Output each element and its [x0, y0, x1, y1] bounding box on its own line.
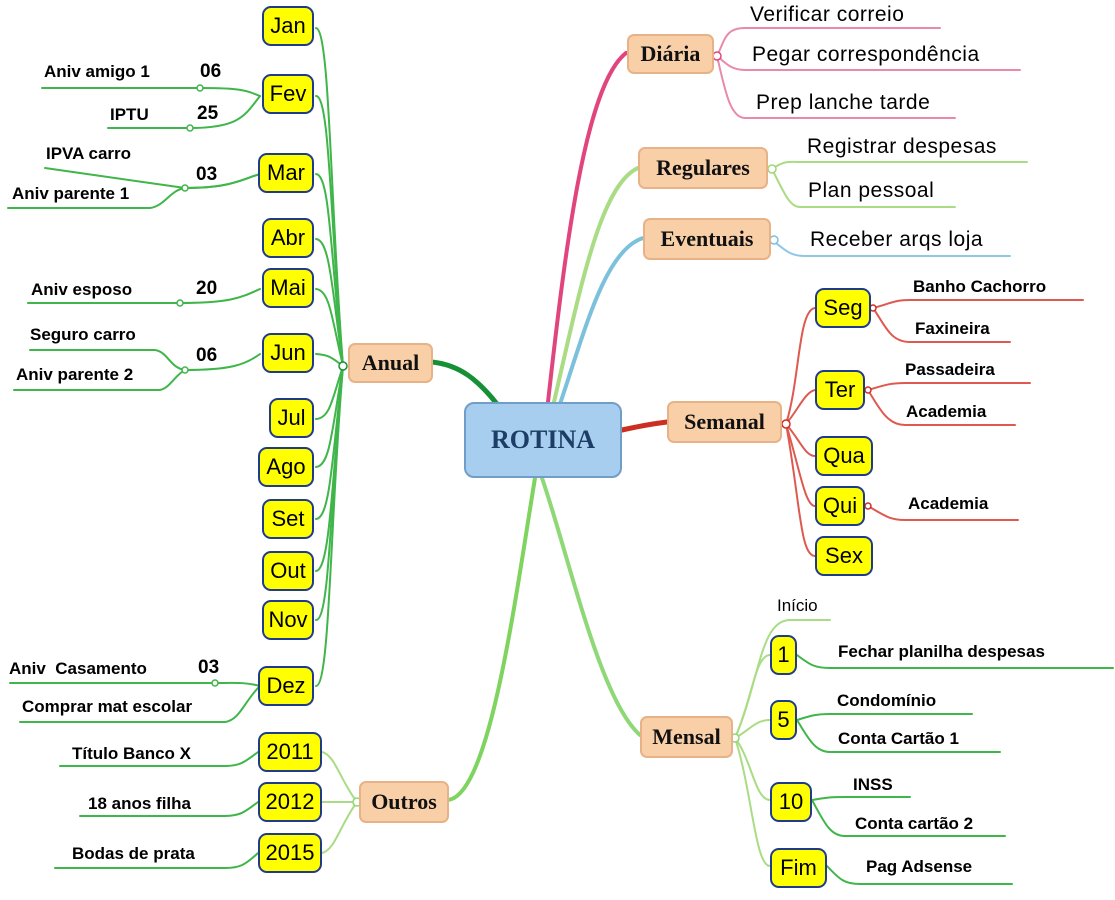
month-out[interactable]: Out [262, 551, 314, 591]
month-abr[interactable]: Abr [262, 218, 314, 258]
month-mai[interactable]: Mai [262, 268, 314, 308]
day-sex[interactable]: Sex [815, 536, 873, 576]
mensal-inicio: Início [777, 596, 818, 615]
month-ago[interactable]: Ago [258, 447, 314, 487]
anual-day: 25 [197, 103, 219, 124]
month-jan[interactable]: Jan [262, 6, 314, 46]
semanal-item: Passadeira [905, 360, 995, 379]
mensal-item: Condomínio [837, 691, 937, 710]
regulares-item: Plan pessoal [808, 179, 935, 202]
semanal-item: Academia [908, 494, 989, 513]
anual-day: 06 [196, 345, 218, 366]
semanal-item: Banho Cachorro [913, 277, 1047, 296]
mensal-item: INSS [853, 775, 893, 794]
month-jun[interactable]: Jun [262, 333, 314, 373]
eventuais-item: Receber arqs loja [810, 228, 984, 251]
day-qua[interactable]: Qua [815, 436, 873, 476]
mensal-day-fim[interactable]: Fim [770, 848, 827, 888]
anual-item: Aniv parente 1 [12, 184, 130, 203]
anual-item: Comprar mat escolar [22, 697, 193, 716]
month-mar[interactable]: Mar [258, 153, 314, 193]
link-anual [429, 359, 500, 407]
month-fev[interactable]: Fev [262, 74, 314, 114]
diaria-item: Prep lanche tarde [756, 91, 931, 114]
anual-day: 20 [196, 278, 218, 299]
anual-item: Aniv amigo 1 [44, 62, 150, 81]
link-diaria [546, 51, 628, 404]
anual-day: 03 [198, 657, 220, 678]
anual-item: IPVA carro [46, 144, 132, 163]
anual-item: Seguro carro [30, 325, 136, 344]
month-dez[interactable]: Dez [258, 666, 314, 706]
mensal-item: Pag Adsense [866, 857, 973, 876]
mensal-item: Conta cartão 2 [855, 814, 974, 833]
diaria-item: Pegar correspondência [752, 43, 980, 66]
month-jul[interactable]: Jul [269, 398, 314, 438]
branch-mensal[interactable]: Mensal [640, 716, 733, 758]
year-2015[interactable]: 2015 [258, 833, 322, 873]
branch-outros[interactable]: Outros [359, 781, 449, 823]
anual-item: Aniv Casamento [9, 659, 147, 678]
month-nov[interactable]: Nov [262, 600, 314, 640]
branch-semanal[interactable]: Semanal [667, 401, 782, 443]
year-2012[interactable]: 2012 [258, 782, 322, 822]
anual-item: IPTU [110, 105, 149, 124]
branch-regulares[interactable]: Regulares [638, 147, 768, 189]
branch-diaria[interactable]: Diária [627, 34, 714, 74]
semanal-item: Academia [906, 402, 987, 421]
outros-item: Título Banco X [72, 744, 191, 763]
mensal-item: Conta Cartão 1 [838, 729, 959, 748]
anual-day: 03 [196, 164, 218, 185]
outros-item: Bodas de prata [72, 844, 195, 863]
link-semanal [619, 419, 670, 433]
mensal-day-1[interactable]: 1 [770, 635, 797, 675]
mensal-item: Fechar planilha despesas [838, 642, 1045, 661]
anual-item: Aniv parente 2 [16, 365, 134, 384]
link-outros [446, 476, 537, 802]
day-seg[interactable]: Seg [815, 288, 871, 328]
day-qui[interactable]: Qui [815, 486, 865, 526]
central-topic[interactable]: ROTINA [464, 402, 622, 478]
branch-eventuais[interactable]: Eventuais [643, 218, 771, 260]
month-set[interactable]: Set [262, 499, 314, 539]
semanal-item: Faxineira [915, 319, 990, 338]
branch-anual[interactable]: Anual [348, 343, 433, 383]
link-mensal [540, 476, 642, 737]
link-regulares [552, 166, 640, 404]
year-2011[interactable]: 2011 [258, 732, 322, 772]
anual-day: 06 [200, 61, 222, 82]
regulares-item: Registrar despesas [807, 135, 997, 158]
mensal-day-10[interactable]: 10 [770, 782, 812, 822]
outros-item: 18 anos filha [88, 794, 191, 813]
link-eventuais [558, 236, 645, 406]
anual-item: Aniv esposo [31, 280, 133, 299]
mensal-day-5[interactable]: 5 [770, 700, 797, 740]
diaria-item: Verificar correio [750, 3, 905, 26]
day-ter[interactable]: Ter [815, 370, 865, 410]
